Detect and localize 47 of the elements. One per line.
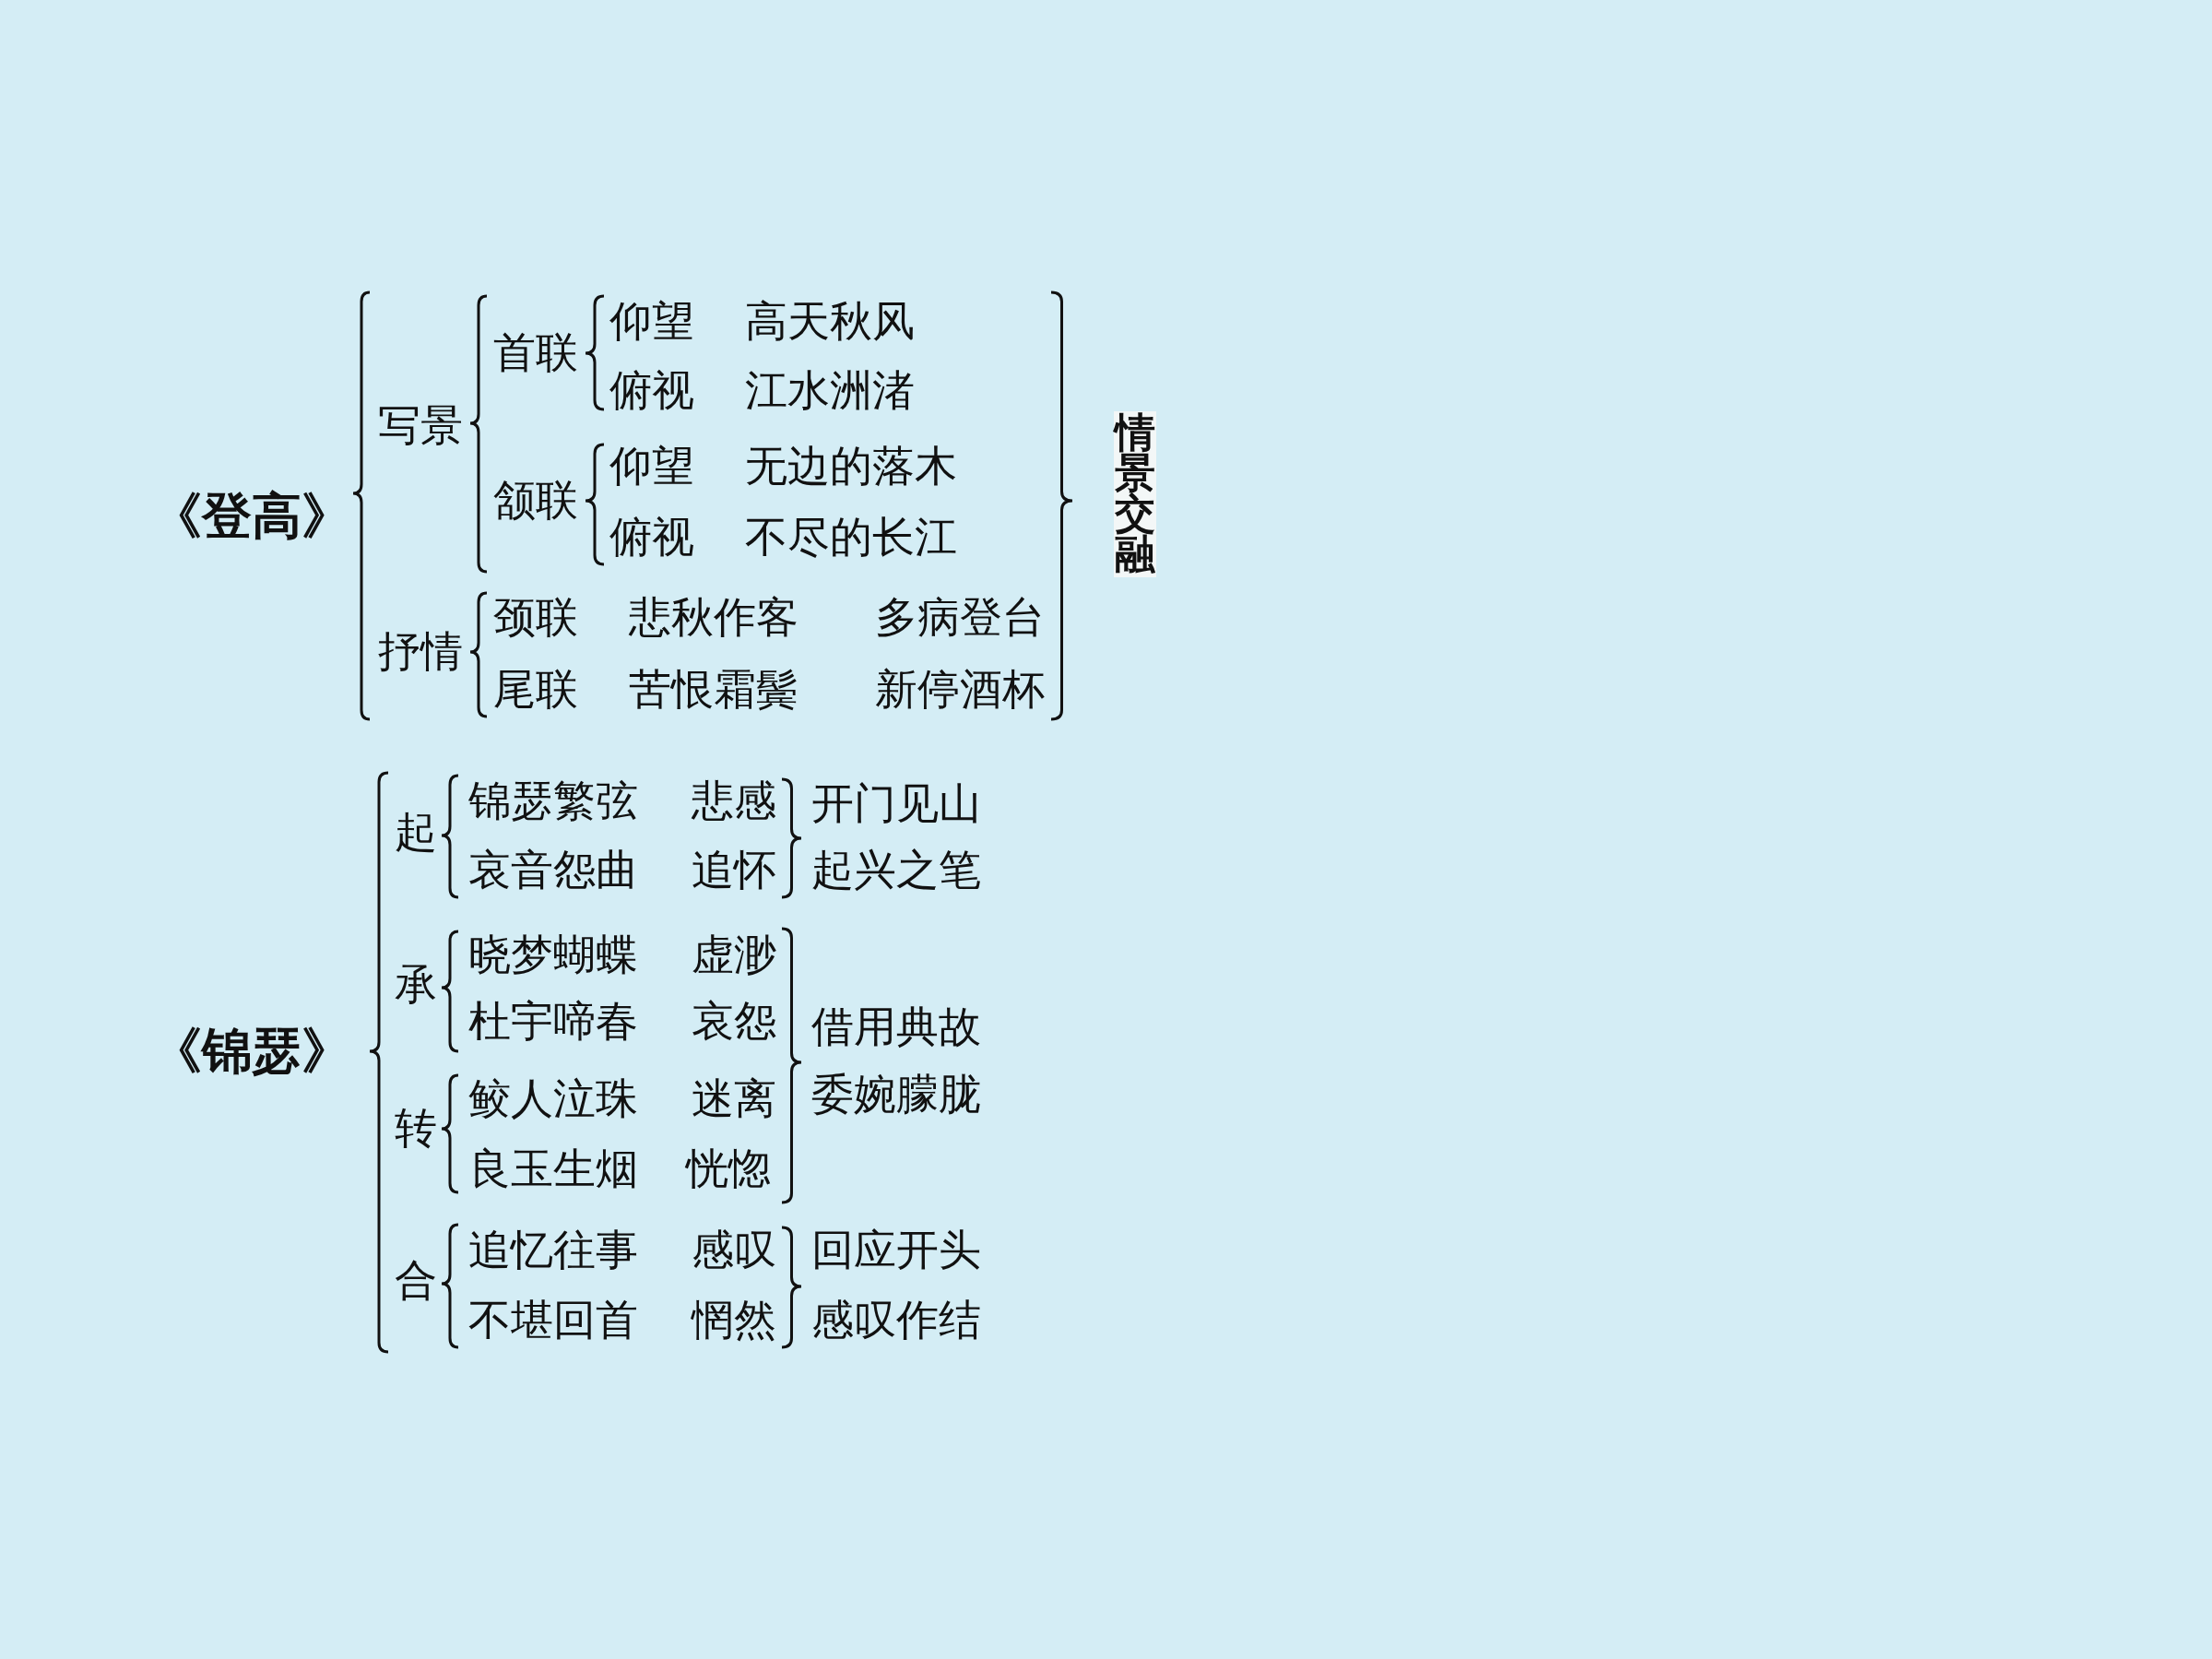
leaf-label: 惘然 [692,1299,776,1342]
leaf-label: 仰望 [609,301,694,343]
leaf-label: 哀怨 [692,1001,776,1043]
leaf-label: 不尽的长江 [745,516,957,559]
leaf-label: 俯视 [609,370,694,412]
leaf-label: 感叹 [692,1229,776,1272]
note-label: 起兴之笔 [811,849,981,892]
leaf-label: 追怀 [692,849,776,892]
leaf-label: 无边的落木 [745,445,957,488]
leaf-label: 不堪回首 [468,1299,638,1342]
branch-label: 颈联 [493,597,578,639]
branch-label: 起 [395,812,437,854]
branch-label: 合 [395,1260,437,1302]
leaf-label: 悲秋作客 [629,597,798,639]
leaf-label: 新停酒杯 [875,669,1045,711]
leaf-label: 晓梦蝴蝶 [468,934,638,977]
leaf-label: 良玉生烟 [468,1148,638,1191]
branch-label: 写景 [378,405,463,447]
leaf-label: 锦瑟繁弦 [468,780,638,823]
leaf-label: 追忆往事 [468,1229,638,1272]
branch-label: 尾联 [493,669,578,711]
leaf-label: 仰望 [609,445,694,488]
branch-label: 首联 [493,332,578,374]
poem-title: 《登高》 [152,492,351,541]
branch-label: 转 [395,1108,437,1150]
leaf-label: 高天秋风 [745,301,915,343]
leaf-label: 恍惚 [686,1148,771,1191]
vertical-label: 情景交融 [1114,411,1156,577]
leaf-label: 哀音怨曲 [468,849,638,892]
leaf-label: 多病登台 [875,597,1045,639]
leaf-label: 苦恨霜鬓 [629,669,798,711]
leaf-label: 迷离 [692,1078,776,1120]
note-label: 委婉朦胧 [811,1073,981,1116]
note-label: 借用典故 [811,1006,981,1049]
leaf-label: 江水洲渚 [745,370,915,412]
leaf-label: 俯视 [609,516,694,559]
leaf-label: 鲛人泣珠 [468,1078,638,1120]
note-label: 开门见山 [811,783,981,825]
poem-title: 《锦瑟》 [152,1026,351,1076]
note-label: 感叹作结 [811,1299,981,1342]
branch-label: 颔联 [493,480,578,522]
leaf-label: 杜宇啼春 [468,1001,638,1043]
branch-label: 承 [395,964,437,1006]
branch-label: 抒情 [378,631,463,673]
leaf-label: 虚渺 [692,934,776,977]
note-label: 回应开头 [811,1229,981,1272]
leaf-label: 悲感 [692,780,776,823]
